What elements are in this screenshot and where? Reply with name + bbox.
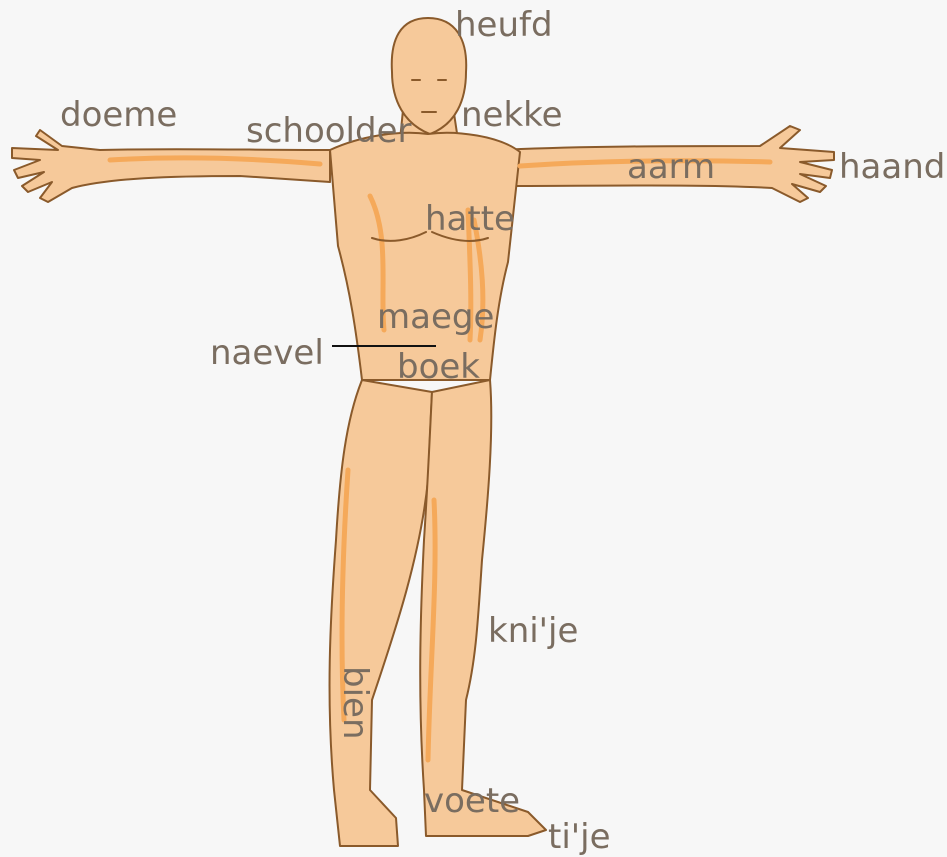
label-schoolder: schoolder	[246, 114, 411, 148]
label-haand: haand	[839, 150, 945, 184]
left-leg	[330, 380, 432, 846]
right-leg	[420, 380, 546, 836]
torso	[330, 133, 520, 380]
label-naevel: naevel	[210, 336, 324, 370]
label-nekke: nekke	[461, 98, 563, 132]
label-bien: bien	[338, 666, 372, 740]
label-tije: ti'je	[548, 820, 611, 854]
label-knije: kni'je	[488, 614, 578, 648]
label-maege: maege	[377, 300, 494, 334]
label-voete: voete	[424, 784, 520, 818]
label-hatte: hatte	[425, 202, 515, 236]
label-doeme: doeme	[60, 98, 177, 132]
label-boek: boek	[397, 350, 480, 384]
label-heufd: heufd	[455, 8, 553, 42]
label-aarm: aarm	[627, 150, 715, 184]
